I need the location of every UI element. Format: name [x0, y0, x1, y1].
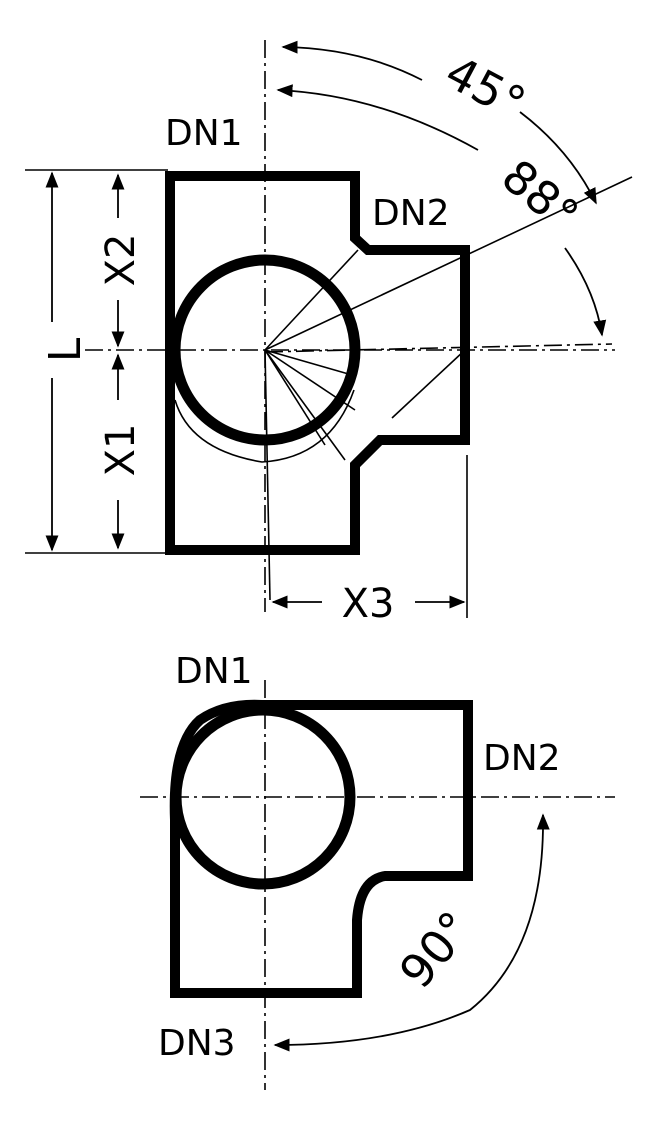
main-pipe-circle [169, 254, 361, 446]
top-view: L X2 X1 X3 DN1 DN2 45° 88° [25, 40, 633, 627]
branch-line-2 [264, 349, 326, 446]
angle-45-label: 45° [437, 45, 534, 131]
branch-45-centerline [264, 176, 633, 351]
bottom-dn1-label: DN1 [175, 651, 253, 692]
bottom-dn2-label: DN2 [483, 738, 561, 779]
branch-line-5 [264, 349, 271, 601]
dim-l-label: L [40, 337, 91, 362]
angle-45-arc-lower [519, 111, 597, 205]
angle-90-label: 90° [389, 901, 483, 998]
branch-line-3 [264, 349, 356, 411]
angle-90-arc [273, 813, 550, 1052]
fitting-body-outline [165, 171, 470, 555]
branch-line-4 [264, 349, 353, 376]
angle-45-arc [281, 40, 423, 81]
angle-88-arc [276, 84, 479, 151]
angle-88-arc-lower [564, 247, 607, 337]
bottom-pipe-circle [170, 704, 356, 890]
dim-x2-label: X2 [98, 234, 144, 287]
angle-88-label: 88° [492, 149, 589, 243]
branch-line-upper [264, 249, 359, 351]
top-dn1-label: DN1 [165, 113, 243, 154]
dim-x3-label: X3 [342, 581, 395, 627]
branch-port-line [391, 349, 466, 419]
branch-88-centerline [264, 343, 613, 353]
dim-x1-label: X1 [98, 424, 144, 477]
bottom-view: DN1 DN2 DN3 90° [140, 651, 615, 1090]
top-dn2-label: DN2 [372, 193, 450, 234]
branch-line-1 [264, 349, 346, 461]
hidden-pipe-arc [174, 389, 355, 463]
bottom-dn3-label: DN3 [158, 1023, 236, 1064]
